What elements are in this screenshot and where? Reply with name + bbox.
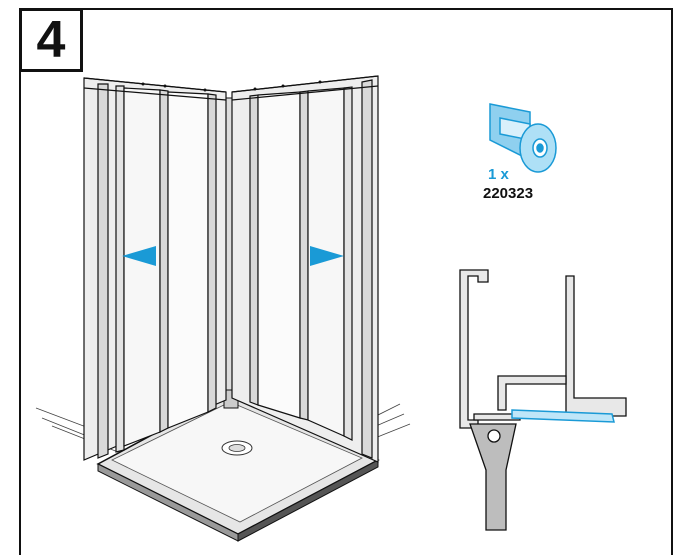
part-code: 220323 [483, 185, 534, 202]
arrow-left-icon [122, 246, 156, 266]
step-number: 4 [36, 11, 66, 69]
rail-screws [141, 80, 322, 92]
left-side-panels [83, 77, 227, 461]
step-number-box: 4 [19, 8, 83, 72]
end-cap-part-icon [489, 103, 557, 173]
right-side-panels [231, 75, 379, 463]
blue-seal-strip [511, 409, 615, 423]
arrow-right-icon [310, 246, 344, 266]
part-quantity: 1 x [488, 166, 509, 183]
instruction-frame [19, 8, 673, 555]
corner-post [225, 97, 233, 399]
shower-tray [96, 393, 380, 542]
profile-section [459, 269, 627, 531]
